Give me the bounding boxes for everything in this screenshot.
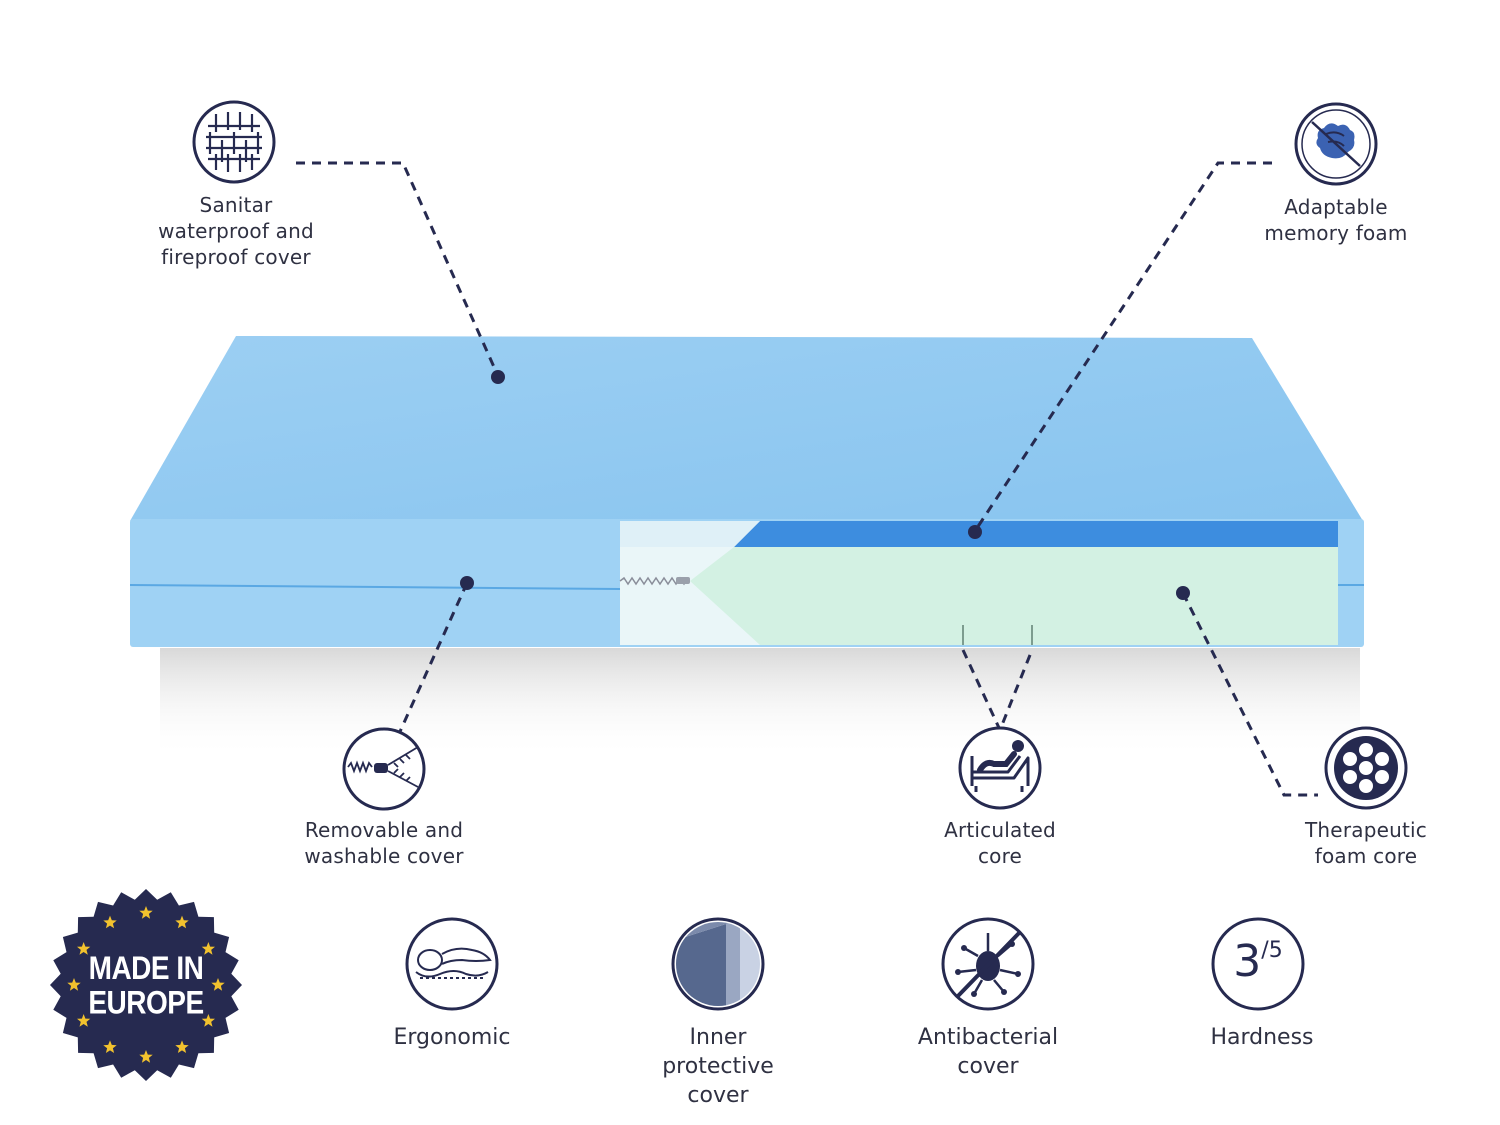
label-articulated-core: Articulated core	[944, 818, 1056, 868]
badge-line-1: MADE IN	[88, 950, 204, 986]
hardness-denominator: /5	[1261, 938, 1283, 963]
label-sanitar-cover: Sanitar waterproof and fireproof cover	[158, 193, 314, 269]
eu-star	[211, 978, 225, 991]
eu-star	[103, 1040, 117, 1053]
zipper-icon	[342, 727, 426, 811]
eu-star	[77, 942, 91, 955]
label-removable-cover: Removable and washable cover	[304, 818, 464, 868]
leader-therapeutic-core	[1181, 592, 1318, 797]
label-antibacterial: Antibacterial cover	[917, 1025, 1059, 1079]
leader-memory-foam	[973, 161, 1272, 532]
zipper-seam	[129, 584, 621, 590]
foam-layer-icon	[671, 917, 765, 1011]
made-in-europe-badge	[50, 889, 242, 1081]
hardness-icon	[1211, 917, 1305, 1011]
eu-star	[201, 1014, 215, 1027]
eu-star	[139, 1050, 153, 1063]
body-contour-icon	[405, 917, 499, 1011]
woven-fabric-icon	[192, 100, 276, 184]
badge-line-2: EUROPE	[88, 984, 204, 1021]
mattress-top	[130, 336, 1363, 521]
eu-star	[67, 978, 81, 991]
label-inner-cover: Inner protective cover	[662, 1025, 774, 1108]
label-therapeutic-core: Therapeutic foam core	[1305, 818, 1427, 868]
eu-star	[201, 942, 215, 955]
leader-sanitar-cover	[296, 161, 500, 377]
no-bacteria-icon	[941, 917, 1035, 1011]
eu-star	[175, 915, 189, 929]
label-memory-foam: Adaptable memory foam	[1264, 195, 1408, 245]
callout-dots	[460, 370, 1190, 600]
eu-star	[139, 906, 153, 919]
mattress-shadow	[160, 648, 1360, 758]
eu-star	[175, 1040, 189, 1053]
badge-text: MADE IN EUROPE	[86, 950, 206, 1021]
eu-stars	[67, 906, 225, 1063]
cross-section	[619, 521, 1338, 645]
mattress	[129, 336, 1364, 647]
label-hardness: Hardness	[1210, 1025, 1314, 1050]
leader-removable-cover	[396, 582, 469, 737]
hospital-bed-icon	[958, 726, 1042, 810]
hand-press-icon	[1294, 102, 1378, 186]
hardness-numerator: 3	[1233, 936, 1262, 987]
inner-cover-flap	[620, 521, 760, 645]
foam-cells-icon	[1324, 726, 1408, 810]
hardness-value: 3/5	[1213, 934, 1303, 990]
eu-star	[103, 915, 117, 929]
label-ergonomic: Ergonomic	[393, 1025, 511, 1050]
eu-star	[77, 1014, 91, 1027]
